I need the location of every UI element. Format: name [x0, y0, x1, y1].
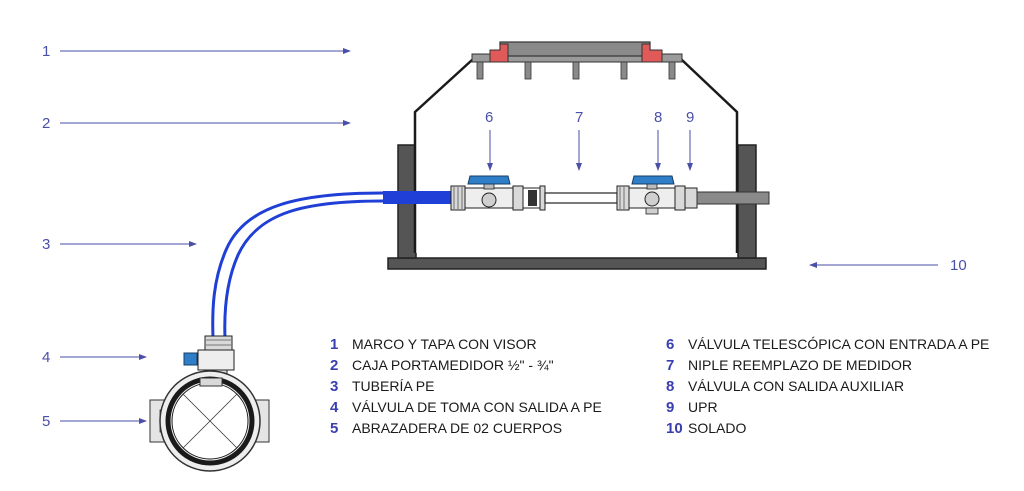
- top-callouts: 6 7 8 9: [485, 109, 694, 171]
- lid-rib-2: [524, 61, 532, 80]
- telescopic-valve: [450, 175, 546, 211]
- legend-label: NIPLE REEMPLAZO DE MEDIDOR: [688, 357, 912, 373]
- meter-replacement-nipple: [544, 192, 618, 204]
- takeoff-top-fitting: [204, 335, 233, 351]
- legend-label: VÁLVULA CON SALIDA AUXILIAR: [688, 378, 904, 394]
- callout-6-number: 6: [485, 109, 493, 126]
- pe-tube: [211, 191, 451, 339]
- callout-1-number: 1: [42, 43, 50, 60]
- legend-number: 5: [330, 420, 338, 437]
- callout-2-number: 2: [42, 115, 50, 132]
- meter-box-body: [413, 58, 739, 253]
- callout-3-number: 3: [42, 236, 50, 253]
- legend-item-10: 10 SOLADO: [666, 420, 746, 437]
- legend-label: MARCO Y TAPA CON VISOR: [352, 336, 537, 352]
- auxiliary-outlet-valve: [616, 175, 686, 215]
- callout-8-number: 8: [654, 109, 662, 126]
- clamp-top-boss: [199, 377, 223, 387]
- callout-5-number: 5: [42, 413, 50, 430]
- lid-left-red-tab: [489, 43, 509, 63]
- legend-label: SOLADO: [688, 420, 746, 436]
- valve6-nut-right: [512, 185, 524, 211]
- lid-rib-1: [476, 61, 484, 80]
- pe-tube-inner: [223, 199, 384, 339]
- legend-label: TUBERÍA PE: [352, 378, 434, 394]
- upr-union: [684, 187, 698, 209]
- legend-item-3: 3 TUBERÍA PE: [330, 378, 434, 395]
- valve8-nut-right: [674, 185, 686, 211]
- legend-number: 9: [666, 399, 674, 416]
- legend-number: 3: [330, 378, 338, 395]
- lid-rib-3: [572, 61, 580, 80]
- pipe-cross-2: [182, 393, 238, 449]
- callout-4-number: 4: [42, 349, 50, 366]
- legend-number: 4: [330, 399, 339, 416]
- lid-right-red-tab: [641, 43, 663, 63]
- valve8-fitting-left: [616, 185, 630, 211]
- left-callouts: 1 2 3 4 5: [42, 43, 351, 430]
- legend-label: CAJA PORTAMEDIDOR ½" - ¾": [352, 357, 554, 373]
- two-piece-saddle-clamp: [149, 370, 270, 472]
- lid-and-frame: [471, 41, 683, 80]
- takeoff-body: [197, 349, 235, 371]
- pe-tube-outer: [211, 191, 384, 339]
- legend-item-4: 4 VÁLVULA DE TOMA CON SALIDA A PE: [330, 399, 602, 416]
- callout-10-number: 10: [950, 257, 967, 274]
- valve6-ball: [481, 192, 497, 208]
- legend-number: 6: [666, 336, 674, 353]
- legend-item-2: 2 CAJA PORTAMEDIDOR ½" - ¾": [330, 357, 554, 374]
- takeoff-handle[interactable]: [183, 352, 198, 366]
- callout-9-number: 9: [686, 109, 694, 126]
- legend-number: 10: [666, 420, 683, 437]
- callout-7-number: 7: [575, 109, 583, 126]
- outlet-pipe: [696, 191, 770, 205]
- legend-item-7: 7 NIPLE REEMPLAZO DE MEDIDOR: [666, 357, 912, 374]
- legend-item-8: 8 VÁLVULA CON SALIDA AUXILIAR: [666, 378, 904, 395]
- legend-item-6: 6 VÁLVULA TELESCÓPICA CON ENTRADA A PE: [666, 336, 989, 353]
- right-callout: 10: [809, 257, 967, 274]
- legend-number: 2: [330, 357, 338, 374]
- legend-label: UPR: [688, 399, 718, 415]
- legend-item-5: 5 ABRAZADERA DE 02 CUERPOS: [330, 420, 562, 437]
- base-slab: [387, 257, 767, 270]
- valve8-handle[interactable]: [631, 175, 675, 185]
- legend-number: 7: [666, 357, 674, 374]
- valve6-handle[interactable]: [467, 175, 511, 185]
- valve6-filter: [528, 190, 537, 206]
- legend-number: 8: [666, 378, 674, 395]
- legend-item-1: 1 MARCO Y TAPA CON VISOR: [330, 336, 537, 353]
- legend-label: ABRAZADERA DE 02 CUERPOS: [352, 420, 562, 436]
- legend-number: 1: [330, 336, 338, 353]
- lid-rib-4: [620, 61, 628, 80]
- pe-tube-entry-solid: [383, 191, 451, 204]
- valve8-ball: [644, 191, 660, 207]
- valve6-flange: [539, 185, 546, 211]
- valve8-aux-outlet: [645, 207, 659, 215]
- legend-item-9: 9 UPR: [666, 399, 718, 416]
- lid-top: [499, 41, 651, 57]
- legend-label: VÁLVULA DE TOMA CON SALIDA A PE: [352, 399, 602, 415]
- lid-rib-5: [668, 61, 676, 80]
- legend-label: VÁLVULA TELESCÓPICA CON ENTRADA A PE: [688, 336, 989, 352]
- legend: 1 MARCO Y TAPA CON VISOR 2 CAJA PORTAMED…: [330, 336, 989, 437]
